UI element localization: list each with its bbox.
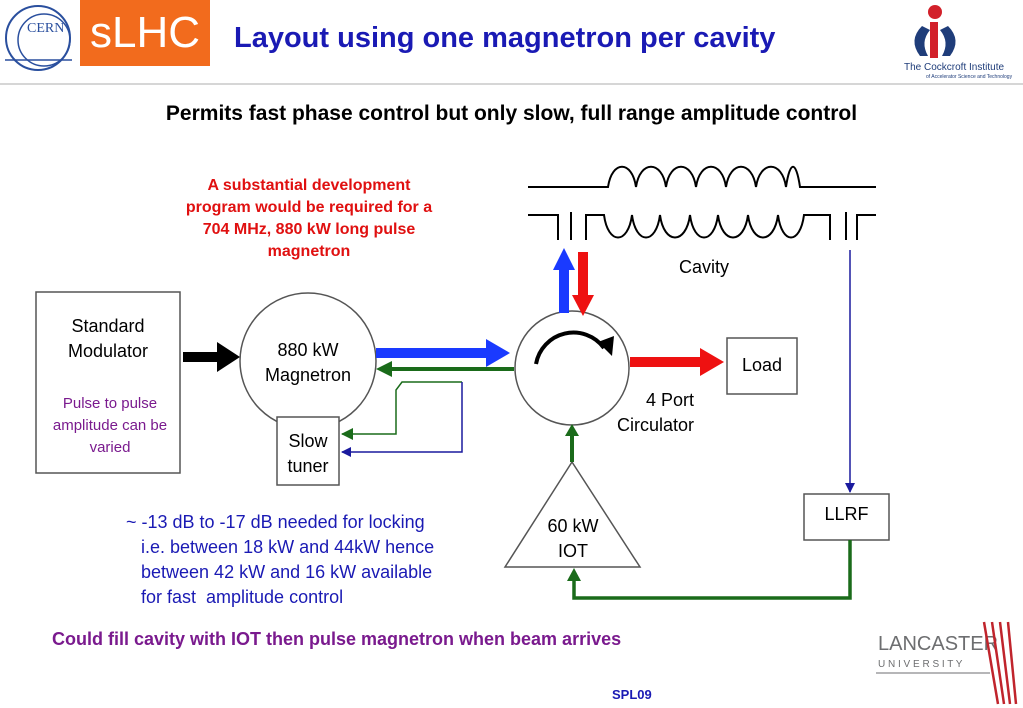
slide-footer-code: SPL09 [612, 687, 652, 702]
lancaster-logo-name: LANCASTER [878, 633, 998, 655]
cern-logo-text: CERN [27, 21, 64, 36]
circulator-label-line1: 4 Port [645, 390, 694, 410]
modulator-to-magnetron-arrow [183, 342, 240, 372]
slide-title: Layout using one magnetron per cavity [234, 22, 776, 54]
injection-locking-arrowhead [376, 361, 392, 377]
tuner-navy-control-line [341, 382, 463, 457]
lancaster-logo-university: U N I V E R S I T Y [878, 659, 963, 670]
iot-triangle [503, 460, 642, 568]
lancaster-logo: LANCASTER U N I V E R S I T Y [876, 621, 1018, 705]
iot-to-circulator-arrowhead [565, 424, 579, 436]
cockcroft-name: The Cockcroft Institute [904, 62, 1004, 73]
modulator-label-line1: Standard [71, 316, 145, 336]
standard-modulator-box [35, 291, 181, 474]
magnetron-forward-power-arrow [376, 339, 510, 367]
slhc-badge: sLHC [80, 0, 210, 66]
cern-logo: CERN [5, 5, 72, 71]
iot-label-line1: 60 kW [547, 516, 599, 536]
slow-tuner-label-line1: Slow [288, 431, 328, 451]
magnetron-label-line1: 880 kW [277, 340, 339, 360]
modulator-pulse-note: Pulse to pulse amplitude can be varied [52, 395, 168, 456]
circulator-rotation-arrow [534, 330, 606, 365]
tuner-green-control-line [341, 381, 462, 440]
circulator-label-line2: Circulator [616, 415, 694, 435]
circulator-arrowhead [598, 336, 614, 356]
llrf-to-iot-line [572, 540, 852, 600]
load-label: Load [741, 355, 783, 375]
iot-label-line2: IOT [558, 541, 588, 561]
cockcroft-tagline: of Accelerator Science and Technology [926, 74, 1013, 80]
reflected-from-cavity-arrow [572, 252, 594, 316]
magnetron-label-line2: Magnetron [264, 365, 352, 385]
llrf-box [803, 493, 890, 541]
locking-power-note: ~ -13 dB to -17 dB needed for locking i.… [126, 512, 435, 607]
cockcroft-logo: The Cockcroft Institute of Accelerator S… [904, 5, 1013, 80]
forward-to-cavity-arrow [553, 248, 575, 313]
cavity-waveguide [528, 165, 876, 240]
iot-fill-note: Could fill cavity with IOT then pulse ma… [52, 629, 622, 649]
llrf-label: LLRF [824, 504, 869, 524]
llrf-to-iot-arrowhead [567, 568, 581, 581]
modulator-label-line2: Modulator [67, 341, 149, 361]
cavity-label: Cavity [678, 257, 729, 277]
load-box [726, 337, 798, 395]
magnetron-development-note: A substantial development program would … [185, 177, 433, 260]
circulator-to-load-arrow [630, 348, 724, 376]
slow-tuner-label-line2: tuner [287, 456, 329, 476]
slow-tuner-box [276, 416, 340, 486]
slide-subtitle: Permits fast phase control but only slow… [165, 102, 858, 125]
